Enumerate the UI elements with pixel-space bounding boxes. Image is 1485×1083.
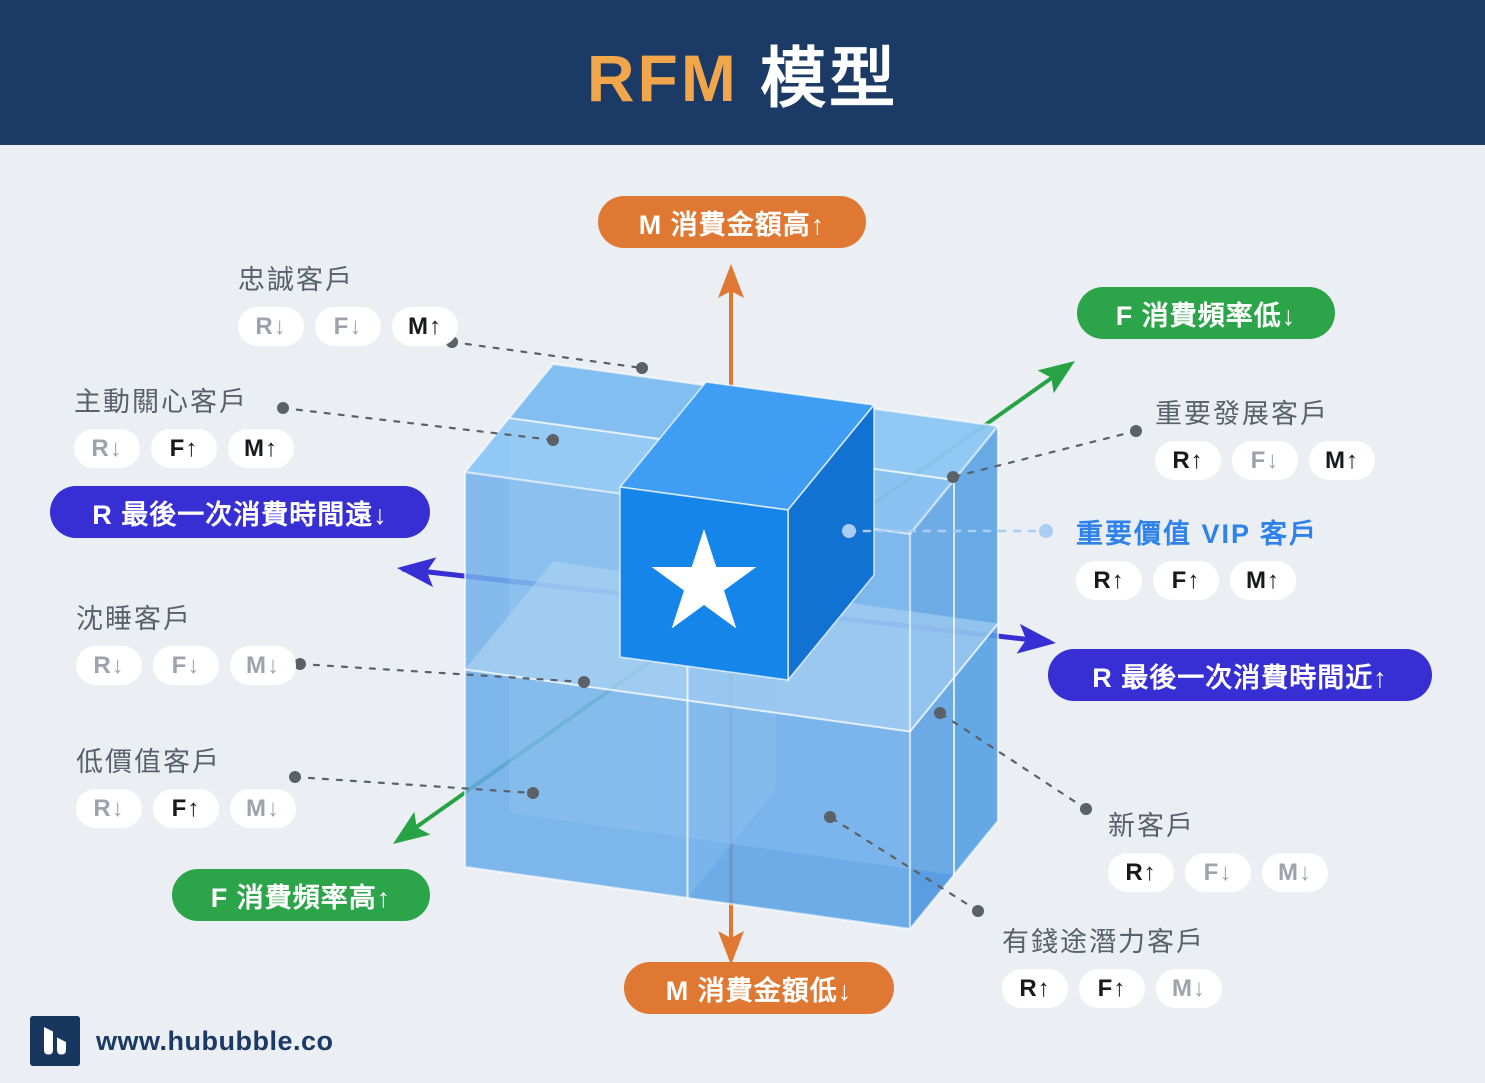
rfm-pill-row: R↓ F↓ M↓ [76, 646, 296, 685]
page-title: RFM 模型 [587, 25, 898, 121]
rfm-pill: F↓ [315, 307, 381, 346]
rfm-pill: R↓ [238, 307, 304, 346]
rfm-pill: R↑ [1002, 969, 1068, 1008]
rfm-pill: R↓ [76, 646, 142, 685]
segment-label: 有錢途潛力客戶 [1002, 927, 1205, 957]
segment-label: 新客戶 [1108, 811, 1195, 841]
rfm-pill: M↑ [228, 429, 294, 468]
badge-m-high: M 消費金額高↑ [598, 196, 866, 248]
rfm-pill: R↑ [1155, 441, 1221, 480]
rfm-pill: R↑ [1108, 853, 1174, 892]
rfm-pill: F↓ [1185, 853, 1251, 892]
rfm-pill: M↑ [1309, 441, 1375, 480]
rfm-pill: M↑ [392, 307, 458, 346]
vip-subcube [618, 381, 876, 683]
connector-dots [277, 336, 1142, 917]
segment-low-value: 低價值客戶 R↓ F↑ M↓ [76, 740, 296, 828]
page-title-accent: RFM [586, 40, 739, 115]
segment-label: 低價值客戶 [76, 747, 221, 777]
rfm-pill: R↑ [1076, 561, 1142, 600]
rfm-pill: M↑ [1230, 561, 1296, 600]
segment-proactive-care: 主動關心客戶 R↓ F↑ M↑ [74, 380, 294, 468]
segment-loyal: 忠誠客戶 R↓ F↓ M↑ [238, 258, 458, 346]
rfm-pill: F↑ [151, 429, 217, 468]
rfm-pill: F↓ [153, 646, 219, 685]
star-icon [651, 529, 757, 629]
rfm-pill-row: R↑ F↑ M↑ [1076, 561, 1318, 600]
segment-connectors [281, 340, 1138, 913]
rfm-pill-row: R↑ F↓ M↑ [1155, 441, 1375, 480]
hububble-logo-icon [30, 1016, 80, 1066]
segment-important-develop: 重要發展客戶 R↑ F↓ M↑ [1155, 392, 1375, 480]
badge-r-near: R 最後一次消費時間近↑ [1048, 649, 1432, 701]
rfm-pill: R↓ [76, 789, 142, 828]
rfm-pill: M↓ [1156, 969, 1222, 1008]
segment-new-customer: 新客戶 R↑ F↓ M↓ [1108, 804, 1328, 892]
segment-sleeping: 沈睡客戶 R↓ F↓ M↓ [76, 597, 296, 685]
rfm-pill-row: R↓ F↓ M↑ [238, 307, 458, 346]
rfm-pill: R↓ [74, 429, 140, 468]
segment-label: 重要發展客戶 [1155, 399, 1329, 429]
segment-label: 忠誠客戶 [238, 265, 354, 295]
badge-f-high: F 消費頻率高↑ [172, 869, 430, 921]
segment-label: 主動關心客戶 [74, 387, 248, 417]
rfm-pill: M↓ [1262, 853, 1328, 892]
segment-vip: 重要價值 VIP 客戶 R↑ F↑ M↑ [1076, 512, 1318, 600]
rfm-pill: F↑ [1153, 561, 1219, 600]
vip-connector [842, 524, 1053, 538]
page-title-rest: 模型 [738, 40, 899, 115]
rfm-pill-row: R↑ F↑ M↓ [1002, 969, 1222, 1008]
rfm-pill: M↓ [230, 789, 296, 828]
rfm-pill: F↑ [1079, 969, 1145, 1008]
footer: www.hububble.co [30, 1016, 334, 1066]
footer-url: www.hububble.co [96, 1025, 334, 1056]
rfm-pill: M↓ [230, 646, 296, 685]
rfm-pill-row: R↑ F↓ M↓ [1108, 853, 1328, 892]
segment-potential: 有錢途潛力客戶 R↑ F↑ M↓ [1002, 920, 1222, 1008]
header-bar: RFM 模型 [0, 0, 1485, 145]
segment-label: 重要價值 VIP 客戶 [1076, 519, 1319, 549]
segment-label: 沈睡客戶 [76, 604, 192, 634]
rfm-pill-row: R↓ F↑ M↓ [76, 789, 296, 828]
badge-f-low: F 消費頻率低↓ [1077, 287, 1335, 339]
badge-r-far: R 最後一次消費時間遠↓ [50, 486, 430, 538]
rfm-pill-row: R↓ F↑ M↑ [74, 429, 294, 468]
badge-m-low: M 消費金額低↓ [624, 962, 894, 1014]
rfm-pill: F↑ [153, 789, 219, 828]
rfm-pill: F↓ [1232, 441, 1298, 480]
